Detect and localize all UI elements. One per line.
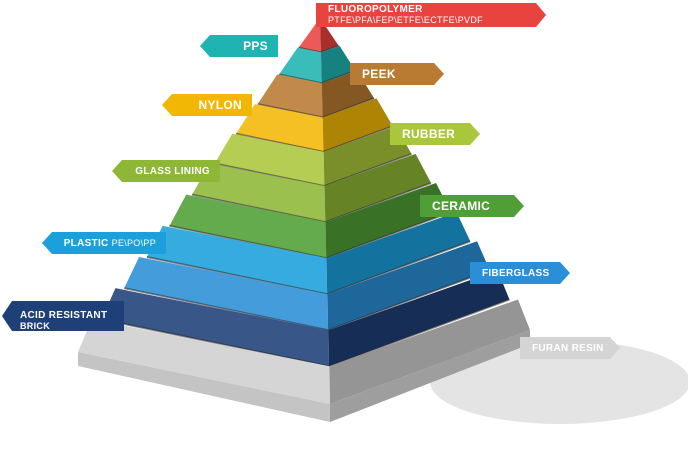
tier-name: FIBERGLASS bbox=[482, 267, 550, 279]
tier-right-face bbox=[323, 126, 412, 187]
base-slab-right bbox=[330, 330, 530, 422]
pyramid-shadow bbox=[430, 340, 688, 424]
label-rubber: RUBBER bbox=[390, 123, 480, 145]
tier-name: CERAMIC bbox=[432, 199, 491, 213]
tier-left-face bbox=[214, 133, 325, 187]
tier-right-face bbox=[329, 299, 530, 404]
tier-left-face bbox=[169, 194, 327, 259]
tier-name: FLUOROPOLYMER bbox=[328, 4, 423, 16]
tier-right-face bbox=[324, 153, 432, 223]
label-acid-resistant-brick: ACID RESISTANT BRICK bbox=[2, 301, 124, 331]
tier-left-face bbox=[192, 163, 326, 223]
tier-left-face bbox=[236, 104, 324, 152]
tier-left-face bbox=[78, 319, 330, 404]
tier-left-face bbox=[101, 288, 330, 367]
tier-right-face bbox=[322, 98, 393, 152]
tier-name: NYLON bbox=[198, 98, 242, 112]
tier-name: PLASTIC bbox=[63, 237, 109, 249]
label-fiberglass: FIBERGLASS bbox=[470, 262, 570, 284]
tier-subtypes: BRICK bbox=[20, 320, 50, 331]
tier-right-face bbox=[326, 212, 471, 295]
tier-right-face bbox=[325, 183, 451, 259]
tier-left-face bbox=[124, 256, 329, 331]
label-furan-resin: FURAN RESIN bbox=[520, 337, 620, 359]
label-glass-lining: GLASS LINING bbox=[112, 160, 220, 182]
tier-right-face bbox=[327, 241, 490, 331]
label-plastic: PLASTIC PE\PO\PP bbox=[42, 232, 166, 254]
pyramid-tier-11 bbox=[78, 299, 530, 404]
tier-name: PPS bbox=[243, 39, 268, 53]
tier-subtypes: PE\PO\PP bbox=[111, 238, 156, 248]
base-slab-left bbox=[78, 352, 330, 422]
tier-left-face bbox=[279, 47, 322, 84]
label-ceramic: CERAMIC bbox=[420, 195, 524, 217]
label-pps: PPS bbox=[200, 35, 278, 57]
tier-left-face bbox=[146, 225, 328, 295]
tier-name: FURAN RESIN bbox=[532, 342, 604, 354]
label-fluoropolymer: FLUOROPOLYMER PTFE\PFA\FEP\ETFE\ECTFE\PV… bbox=[316, 3, 546, 27]
tier-left-face bbox=[298, 18, 321, 53]
tier-name: RUBBER bbox=[402, 127, 456, 141]
tier-name: GLASS LINING bbox=[135, 165, 210, 177]
tier-subtypes: PTFE\PFA\FEP\ETFE\ECTFE\PVDF bbox=[328, 14, 483, 25]
label-nylon: NYLON bbox=[162, 94, 252, 116]
pyramid-tier-4 bbox=[235, 98, 394, 153]
tier-right-face bbox=[328, 270, 510, 367]
label-peek: PEEK bbox=[350, 63, 444, 85]
tier-name: PEEK bbox=[362, 67, 396, 81]
tier-name: ACID RESISTANT bbox=[20, 310, 108, 322]
